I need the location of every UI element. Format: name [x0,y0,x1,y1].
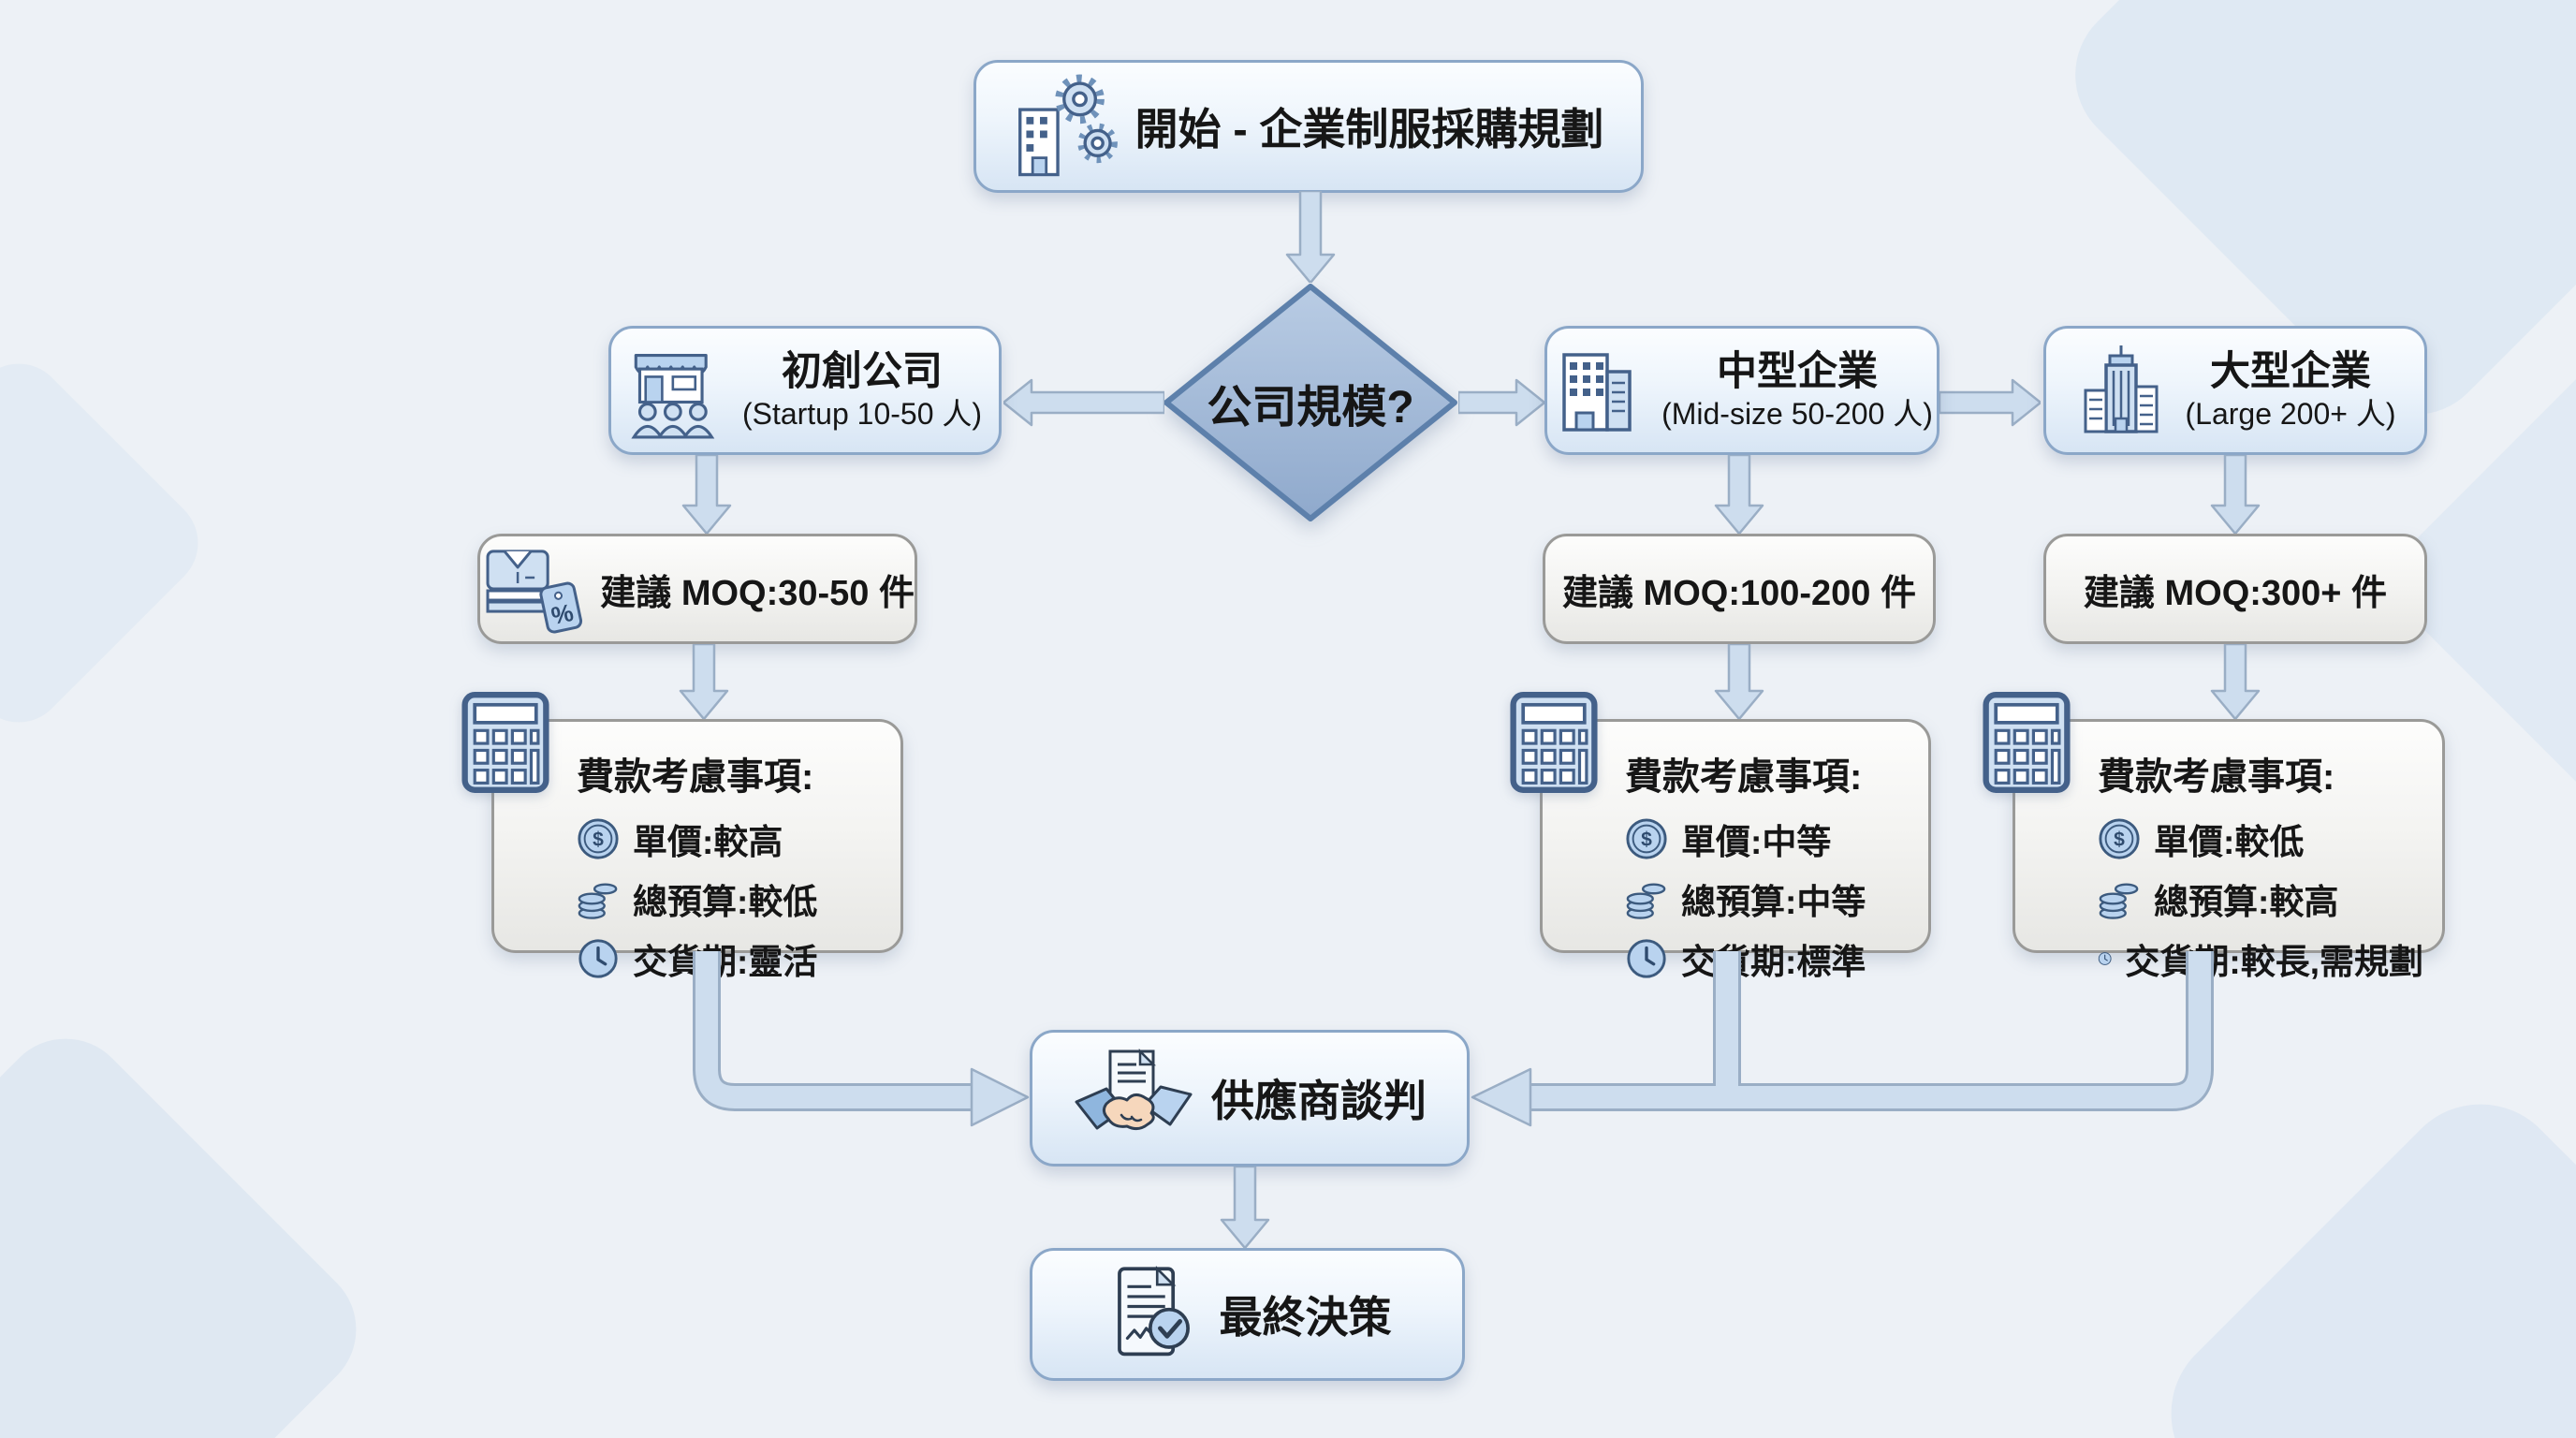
negotiation-label: 供應商談判 [1211,1077,1427,1125]
building-gears-icon [1017,74,1118,177]
branch-node-midsize: 中型企業 (Mid-size 50-200 人) [1544,326,1939,455]
considerations-title: 費款考慮事項: [2098,756,2335,798]
consideration-item: $ 單價:中等 [1625,814,1910,864]
branch-subtitle: (Mid-size 50-200 人) [1661,396,1933,431]
branch-title: 中型企業 [1717,349,1878,395]
arrow-midsize-to-moq [1714,455,1764,534]
moq-node-midsize: 建議 MOQ:100-200 件 [1543,534,1936,644]
clock-icon [1627,939,1666,978]
consideration-item: $ 單價:較低 [2098,814,2423,864]
handshake-document-icon [1075,1048,1193,1131]
connector-midsize-large-to-negotiation [1471,951,2214,1127]
considerations-midsize: 費款考慮事項: $ 單價:中等 總預算:中等 交貨期:標準 [1540,719,1931,981]
final-decision-label: 最終決策 [1219,1293,1392,1342]
start-node: 開始 - 企業制服採購規劃 [973,60,1644,193]
diamond-shape [1164,284,1457,521]
branch-subtitle: (Large 200+ 人) [2185,396,2396,431]
consideration-text: 總預算:較高 [2154,883,2339,921]
clock-icon [578,939,618,978]
branch-node-large: 大型企業 (Large 200+ 人) [2043,326,2427,455]
moq-node-large: 建議 MOQ:300+ 件 [2043,534,2427,644]
calculator-icon [461,692,549,793]
dollar-coin-icon: $ [1626,818,1667,859]
document-check-icon [1117,1266,1190,1357]
moq-node-startup: % 建議 MOQ:30-50 件 [477,534,917,644]
arrow-startup-to-moq [681,455,732,534]
arrow-negotiation-to-final [1220,1167,1270,1248]
skyscraper-icon [2084,345,2159,433]
dollar-coin-icon: $ [2099,818,2140,859]
arrow-large-to-moq [2210,455,2261,534]
consideration-text: 單價:較低 [2154,823,2305,861]
arrow-moq-to-considerations-startup [679,644,729,719]
shirt-price-tag-icon: % [486,550,583,634]
start-label: 開始 - 企業制服採購規劃 [1134,105,1604,154]
consideration-item: 總預算:中等 [1625,873,1910,924]
branch-title: 大型企業 [2210,349,2371,395]
consideration-item: 交貨期:較長,需規劃 [2098,933,2423,984]
svg-text:$: $ [1641,829,1652,851]
consideration-item: 交貨期:標準 [1625,933,1910,984]
dollar-coin-icon: $ [578,818,619,859]
consideration-text: 交貨期:標準 [1681,943,1866,981]
branch-subtitle: (Startup 10-50 人) [741,396,983,431]
considerations-title: 費款考慮事項: [577,756,814,798]
arrow-start-to-decision [1285,191,1336,283]
final-decision-node: 最終決策 [1030,1248,1465,1381]
background-shape [0,344,218,742]
consideration-text: 總預算:中等 [1681,883,1866,921]
clock-icon [2098,952,2112,965]
arrow-moq-to-considerations-midsize [1714,644,1764,719]
consideration-item: 總預算:較低 [577,873,882,924]
consideration-text: 單價:較高 [633,823,783,861]
considerations-title: 費款考慮事項: [1625,756,1863,798]
arrow-midsize-to-large [1939,378,2041,427]
consideration-text: 交貨期:靈活 [633,943,818,981]
considerations-large: 費款考慮事項: $ 單價:較低 總預算:較高 交貨期:較長,需規劃 [2012,719,2445,981]
consideration-item: 交貨期:靈活 [577,933,882,984]
consideration-text: 總預算:較低 [633,883,818,921]
moq-label: 建議 MOQ:100-200 件 [1562,573,1916,613]
background-shape [0,1011,384,1438]
coins-stack-icon [1626,883,1666,919]
coins-stack-icon [2099,883,2139,919]
connector-startup-to-negotiation [693,951,1030,1127]
decision-node: 公司規模? [1161,281,1460,524]
storefront-people-icon [631,354,715,439]
branch-title: 初創公司 [782,349,943,395]
consideration-text: 單價:中等 [1681,823,1832,861]
considerations-startup: 費款考慮事項: $ 單價:較高 總預算:較低 交貨期:靈活 [491,719,903,981]
arrow-decision-to-startup [1003,378,1164,427]
calculator-icon [1510,692,1598,793]
consideration-text: 交貨期:較長,需規劃 [2125,943,2423,981]
calculator-icon [1983,692,2071,793]
svg-text:$: $ [2114,829,2125,851]
decision-label: 公司規模? [1207,383,1414,433]
branch-node-startup: 初創公司 (Startup 10-50 人) [608,326,1002,455]
office-building-icon [1562,353,1632,432]
coins-stack-icon [578,883,618,919]
moq-label: 建議 MOQ:300+ 件 [2083,573,2388,613]
moq-label: 建議 MOQ:30-50 件 [600,573,915,613]
arrow-moq-to-considerations-large [2210,644,2261,719]
consideration-item: 總預算:較高 [2098,873,2423,924]
negotiation-node: 供應商談判 [1030,1030,1470,1167]
arrow-decision-to-midsize [1458,378,1544,427]
consideration-item: $ 單價:較高 [577,814,882,864]
svg-text:$: $ [593,829,604,851]
